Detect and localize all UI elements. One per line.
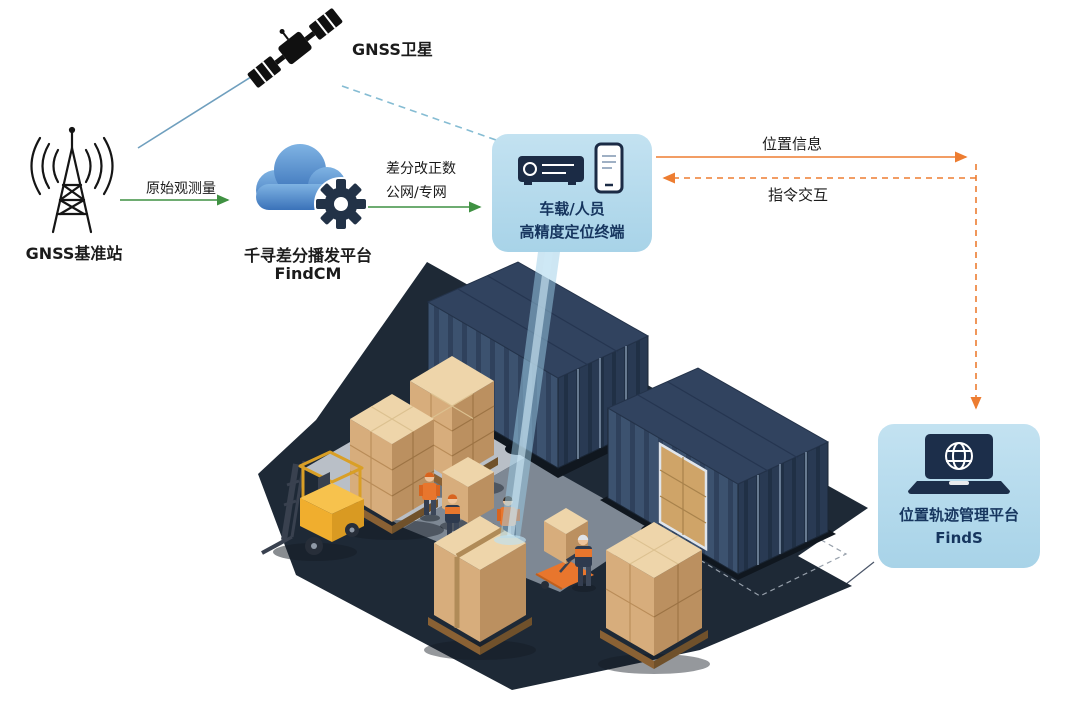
terminal-label-line1: 车载/人员 (539, 200, 605, 218)
positioning-beam (494, 252, 560, 545)
raw-observation-label: 原始观测量 (146, 181, 216, 197)
terminal-label-line2: 高精度定位终端 (519, 222, 625, 241)
correction-label-line1: 差分改正数 (386, 161, 456, 177)
forklift (261, 450, 364, 561)
satellite-terminal-link (341, 85, 497, 141)
management-platform-name-label: FindS (935, 528, 983, 547)
floor-walkway (404, 456, 656, 592)
connector-lines (120, 69, 982, 593)
terminal-panel: 车载/人员 高精度定位终端 (492, 134, 652, 252)
satellite-label: GNSS卫星 (352, 40, 433, 59)
worker-figure-1 (419, 472, 440, 522)
correction-label-line2: 公网/专网 (386, 185, 447, 201)
satellite-icon (247, 8, 343, 88)
finds-panel: 位置轨迹管理平台 FindS (878, 424, 1040, 568)
command-interaction-label: 指令交互 (768, 186, 829, 204)
position-info-label: 位置信息 (762, 135, 823, 153)
management-platform-label: 位置轨迹管理平台 (898, 506, 1019, 524)
receiver-and-phone-icon (518, 142, 624, 194)
warehouse-scene (258, 252, 868, 690)
laptop-globe-icon (908, 434, 1010, 494)
satellite-base-link (137, 69, 263, 149)
box-stack-bottom-right (598, 522, 710, 674)
cloud-platform-label: 千寻差分播发平台 (243, 246, 372, 265)
base-station-label: GNSS基准站 (25, 244, 123, 263)
gear-icon (314, 177, 368, 231)
cloud-platform-name-label: FindCM (274, 264, 342, 283)
worker-figure-4 (565, 534, 596, 592)
base-station-icon (30, 126, 114, 234)
